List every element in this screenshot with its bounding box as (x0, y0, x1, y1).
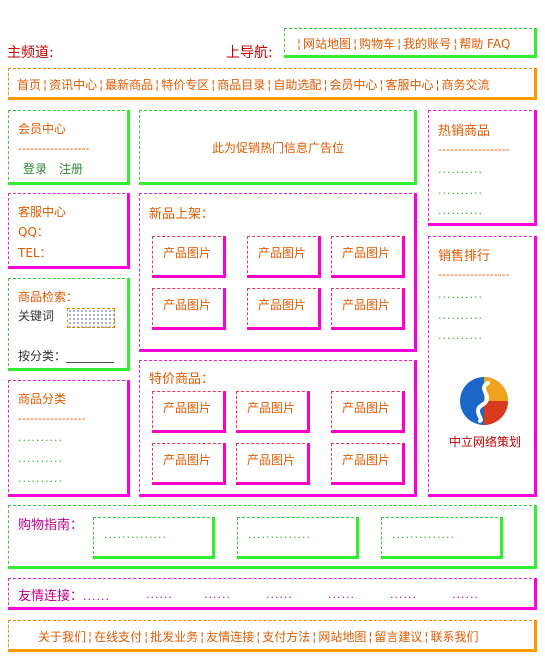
product-image[interactable]: 产品图片 (152, 391, 226, 433)
top-link-sitemap[interactable]: 网站地图 (303, 37, 352, 51)
footer-about[interactable]: 关于我们 (38, 630, 87, 644)
special-products-title: 特价商品： (149, 372, 215, 387)
member-title: 会员中心 (18, 122, 67, 136)
promo-ad-box[interactable]: 此为促销热门信息广告位 (139, 110, 417, 185)
sales-ranking-box: 销售排行 ------------------ .......... .....… (428, 236, 537, 497)
top-nav-label: 上导航: (226, 45, 273, 61)
search-title: 商品检索： (18, 290, 79, 304)
service-qq: QQ： (18, 225, 49, 239)
guide-item[interactable]: .............. (381, 517, 503, 559)
keyword-input[interactable] (67, 308, 115, 328)
product-image[interactable]: 产品图片 (152, 288, 226, 330)
friend-link[interactable]: ...... (204, 588, 231, 601)
footer-feedback[interactable]: 留言建议 (374, 630, 423, 644)
top-link-help[interactable]: 帮助 FAQ (459, 37, 511, 51)
footer-sitemap[interactable]: 网站地图 (318, 630, 367, 644)
ranking-item[interactable]: .......... (438, 288, 483, 301)
member-divider: ------------------ (18, 142, 90, 155)
product-image[interactable]: 产品图片 (247, 236, 321, 278)
nav-home[interactable]: 首页 (17, 78, 42, 92)
guide-item[interactable]: .............. (93, 517, 215, 559)
promo-ad-text: 此为促销热门信息广告位 (212, 141, 345, 155)
footer-nav: 关于我们¦在线支付¦批发业务¦友情连接¦支付方法¦网站地图¦留言建议¦联系我们 (8, 620, 537, 652)
hot-item[interactable]: .......... (438, 163, 483, 176)
ranking-item[interactable]: .......... (438, 309, 483, 322)
service-tel: TEL： (18, 246, 52, 260)
footer-payment[interactable]: 支付方法 (262, 630, 311, 644)
product-image[interactable]: 产品图片 (331, 236, 405, 278)
nav-news[interactable]: 资讯中心 (49, 78, 98, 92)
main-channel-label: 主频道: (7, 45, 54, 61)
hot-divider: ------------------ (438, 143, 510, 156)
top-link-cart[interactable]: 购物车 (359, 37, 396, 51)
category-title: 商品分类 (18, 392, 67, 406)
hot-products-box: 热销商品 ------------------ .......... .....… (428, 110, 537, 226)
nav-new-products[interactable]: 最新商品 (105, 78, 154, 92)
company-logo-icon (460, 377, 508, 425)
friend-link[interactable]: ...... (83, 590, 110, 603)
ranking-divider: ------------------ (438, 268, 510, 281)
product-category-box: 商品分类 ----------------- .......... ......… (8, 380, 130, 497)
category-divider: ----------------- (18, 412, 86, 425)
product-image[interactable]: 产品图片 (247, 288, 321, 330)
category-item[interactable]: .......... (18, 452, 63, 465)
nav-service[interactable]: 客服中心 (385, 78, 434, 92)
links-title: 友情连接： (18, 589, 84, 604)
nav-business[interactable]: 商务交流 (441, 78, 490, 92)
nav-specials[interactable]: 特价专区 (161, 78, 210, 92)
friend-link[interactable]: ...... (146, 588, 173, 601)
special-products-box: 特价商品： 产品图片 产品图片 产品图片 产品图片 产品图片 产品图片 (139, 360, 417, 497)
friend-link[interactable]: ...... (328, 588, 355, 601)
footer-contact[interactable]: 联系我们 (430, 630, 479, 644)
product-image[interactable]: 产品图片 (331, 391, 405, 433)
category-item[interactable]: .......... (18, 431, 63, 444)
product-image[interactable]: 产品图片 (152, 443, 226, 485)
hot-item[interactable]: .......... (438, 184, 483, 197)
nav-member[interactable]: 会员中心 (329, 78, 378, 92)
hot-item[interactable]: .......... (438, 204, 483, 217)
footer-online-pay[interactable]: 在线支付 (94, 630, 143, 644)
nav-catalog[interactable]: 商品目录 (217, 78, 266, 92)
friend-link[interactable]: ...... (266, 588, 293, 601)
member-center-box: 会员中心 ------------------ 登录 注册 (8, 110, 130, 185)
shopping-guide-box: 购物指南： .............. .............. ....… (8, 505, 537, 569)
product-image[interactable]: 产品图片 (331, 443, 405, 485)
friendly-links-box: 友情连接：...... ...... ...... ...... ...... … (8, 578, 537, 610)
product-image[interactable]: 产品图片 (152, 236, 226, 278)
new-products-box: 新品上架： 产品图片 产品图片 产品图片 产品图片 产品图片 产品图片 (139, 193, 417, 352)
friend-link[interactable]: ...... (390, 588, 417, 601)
nav-self-config[interactable]: 自助选配 (273, 78, 322, 92)
footer-links[interactable]: 友情连接 (206, 630, 255, 644)
service-center-box: 客服中心 QQ： TEL： (8, 193, 130, 269)
register-link[interactable]: 注册 (59, 162, 84, 176)
logo-text: 中立网络策划 (449, 435, 522, 449)
main-nav: 首页¦资讯中心¦最新商品¦特价专区¦商品目录¦自助选配¦会员中心¦客服中心¦商务… (8, 68, 537, 100)
guide-title: 购物指南： (18, 518, 84, 533)
service-title: 客服中心 (18, 205, 67, 219)
keyword-label: 关键词 (18, 309, 55, 323)
login-link[interactable]: 登录 (23, 162, 48, 176)
category-item[interactable]: .......... (18, 472, 63, 485)
friend-link[interactable]: ...... (452, 588, 479, 601)
top-link-account[interactable]: 我的账号 (403, 37, 452, 51)
top-links-box: ¦网站地图¦购物车¦我的账号¦帮助 FAQ (284, 28, 537, 58)
ranking-item[interactable]: .......... (438, 329, 483, 342)
footer-wholesale[interactable]: 批发业务 (150, 630, 199, 644)
product-image[interactable]: 产品图片 (236, 443, 310, 485)
new-products-title: 新品上架： (149, 207, 215, 222)
product-image[interactable]: 产品图片 (331, 288, 405, 330)
product-search-box: 商品检索： 关键词 按分类：________ (8, 278, 130, 371)
guide-item[interactable]: .............. (237, 517, 359, 559)
ranking-title: 销售排行 (438, 249, 491, 264)
hot-title: 热销商品 (438, 124, 491, 139)
product-image[interactable]: 产品图片 (236, 391, 310, 433)
category-select[interactable]: 按分类：________ (18, 349, 115, 363)
